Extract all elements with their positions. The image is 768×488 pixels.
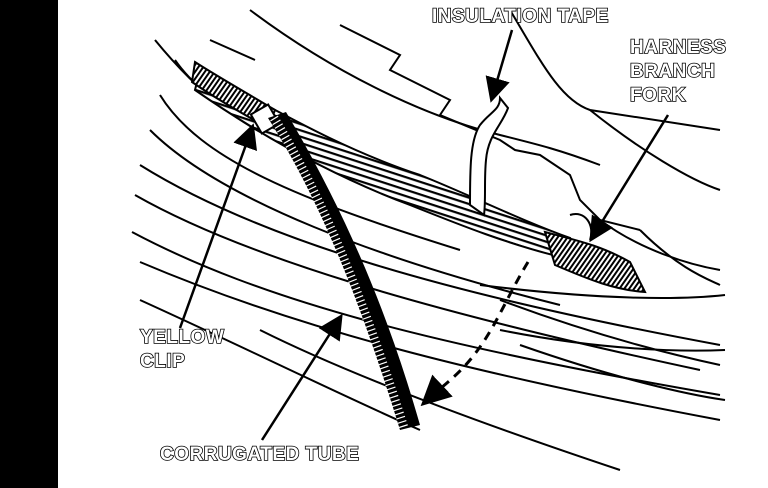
label-yellow-clip-line-1: YELLOW xyxy=(139,326,225,349)
label-harness-branch-fork-line-3: FORK xyxy=(629,84,686,107)
label-yellow-clip: YELLOW CLIP xyxy=(139,326,225,374)
label-harness-branch-fork: HARNESS BRANCH FORK xyxy=(629,36,727,108)
insulation-tape-strip xyxy=(468,95,510,217)
label-harness-branch-fork-line-1: HARNESS xyxy=(629,36,727,59)
label-harness-branch-fork-line-2: BRANCH xyxy=(629,60,716,83)
label-yellow-clip-line-2: CLIP xyxy=(139,350,186,373)
leader-lines xyxy=(178,29,670,441)
branch-fork-lead xyxy=(569,213,593,241)
corrugated-tube-outline xyxy=(268,112,420,430)
branch-fork-wrap xyxy=(543,230,647,294)
upper-pillar-outline xyxy=(249,9,721,286)
label-corrugated-tube: CORRUGATED TUBE xyxy=(159,443,360,466)
label-insulation-tape: INSULATION TAPE xyxy=(431,5,609,28)
corrugated-tube-ribs xyxy=(270,115,409,430)
left-black-bar xyxy=(0,0,58,488)
